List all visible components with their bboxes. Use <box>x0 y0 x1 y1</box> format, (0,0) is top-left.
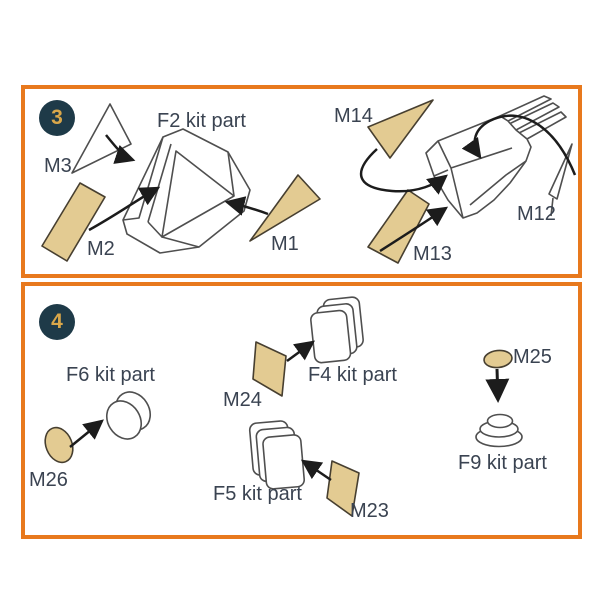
m26-arrow <box>69 419 104 448</box>
m24-mask-label: M24 <box>223 389 262 411</box>
m26-mask-label: M26 <box>29 469 68 491</box>
m24-mask-square <box>252 341 287 397</box>
step4-panel <box>21 282 582 539</box>
m25-mask-ellipse <box>483 349 513 369</box>
step3-badge: 3 <box>39 100 75 136</box>
m13-mask-rectangle <box>367 189 430 264</box>
m3-arrow <box>105 134 136 164</box>
m2-mask-rectangle <box>41 182 106 262</box>
f4-kit-part-label: F4 kit part <box>308 364 397 386</box>
m26-mask-ellipse <box>44 426 74 464</box>
m23-mask-label: M23 <box>350 500 389 522</box>
m2-mask-label: M2 <box>87 238 115 260</box>
m12-arrow <box>461 114 577 176</box>
f5-kit-part-label: F5 kit part <box>213 483 302 505</box>
cockpit-kit-part-drawing <box>425 95 567 219</box>
f2-kit-part-label: F2 kit part <box>157 110 246 132</box>
m24-arrow <box>286 340 316 363</box>
f9-kit-part-drawing <box>475 413 523 448</box>
m14-arrow <box>359 148 448 195</box>
m23-mask-square <box>326 460 360 517</box>
f6-kit-part-drawing <box>105 391 152 440</box>
m1-mask-triangle <box>249 174 321 242</box>
m3-mask-label: M3 <box>44 155 72 177</box>
m25-arrow <box>485 368 510 403</box>
f6-kit-part-label: F6 kit part <box>66 364 155 386</box>
m2-arrow <box>88 186 161 232</box>
step3-number: 3 <box>51 106 63 129</box>
m3-mask-triangle <box>71 103 132 174</box>
step4-badge: 4 <box>39 304 75 340</box>
m1-arrow <box>224 196 269 216</box>
m23-arrow <box>300 459 332 482</box>
m25-mask-label: M25 <box>513 346 552 368</box>
m1-mask-label: M1 <box>271 233 299 255</box>
f4-kit-part-drawing <box>310 296 364 364</box>
f2-kit-part-drawing <box>122 128 251 254</box>
f9-kit-part-label: F9 kit part <box>458 452 547 474</box>
m13-mask-label: M13 <box>413 243 452 265</box>
m14-mask-triangle <box>367 99 434 159</box>
f5-kit-part-drawing <box>248 420 306 490</box>
step4-number: 4 <box>51 310 63 333</box>
m14-mask-label: M14 <box>334 105 373 127</box>
step3-panel <box>21 85 582 278</box>
m13-arrow <box>379 206 449 253</box>
m12-mask-label: M12 <box>517 203 556 225</box>
